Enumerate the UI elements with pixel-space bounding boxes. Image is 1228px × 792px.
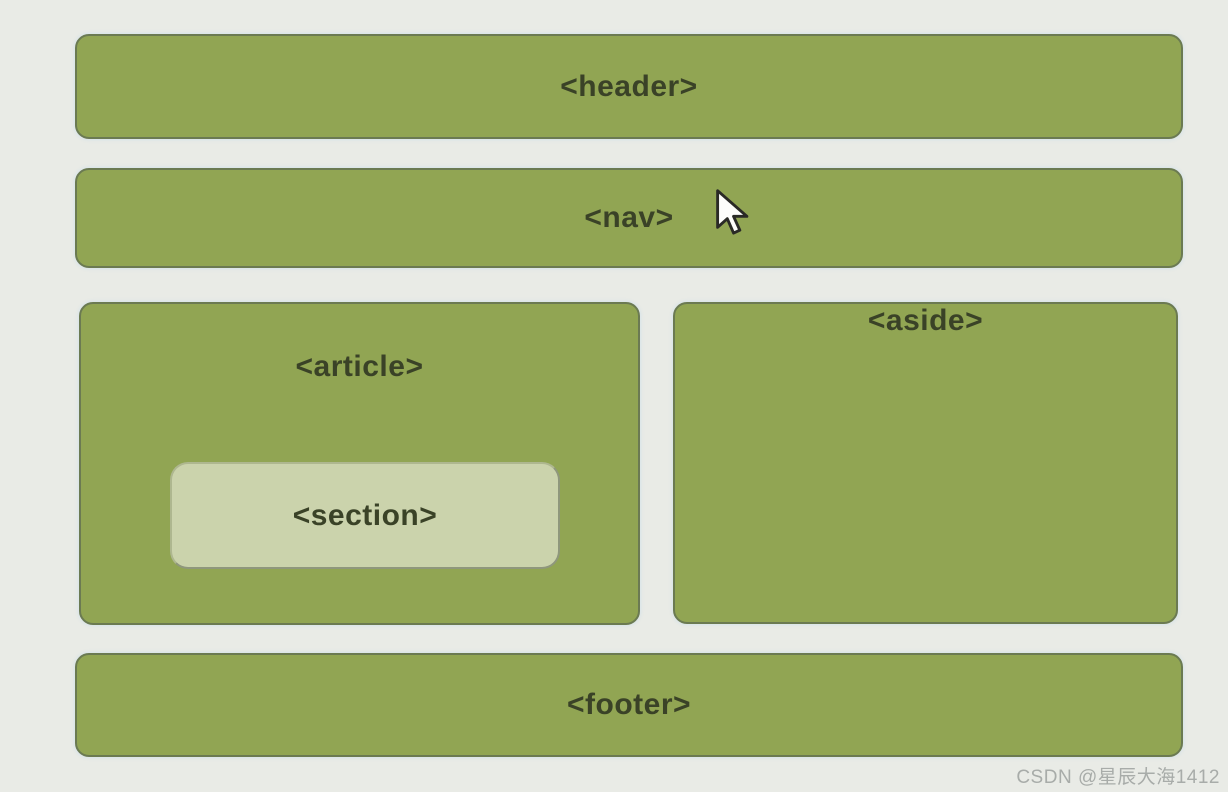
csdn-watermark: CSDN @星辰大海1412 — [1016, 767, 1220, 788]
header-element-label: <header> — [560, 69, 698, 103]
nav-element-label: <nav> — [584, 201, 674, 234]
section-element-label: <section> — [292, 498, 438, 532]
aside-element-label: <aside> — [867, 304, 984, 337]
aside-element-box: <aside> — [673, 302, 1178, 624]
header-element-box: <header> — [75, 34, 1183, 139]
article-element-box: <article> <section> — [79, 302, 640, 625]
footer-element-label: <footer> — [566, 688, 692, 721]
section-element-box: <section> — [170, 462, 560, 569]
footer-element-box: <footer> — [75, 653, 1183, 757]
nav-element-box: <nav> — [75, 168, 1183, 268]
article-element-label: <article> — [295, 350, 424, 383]
